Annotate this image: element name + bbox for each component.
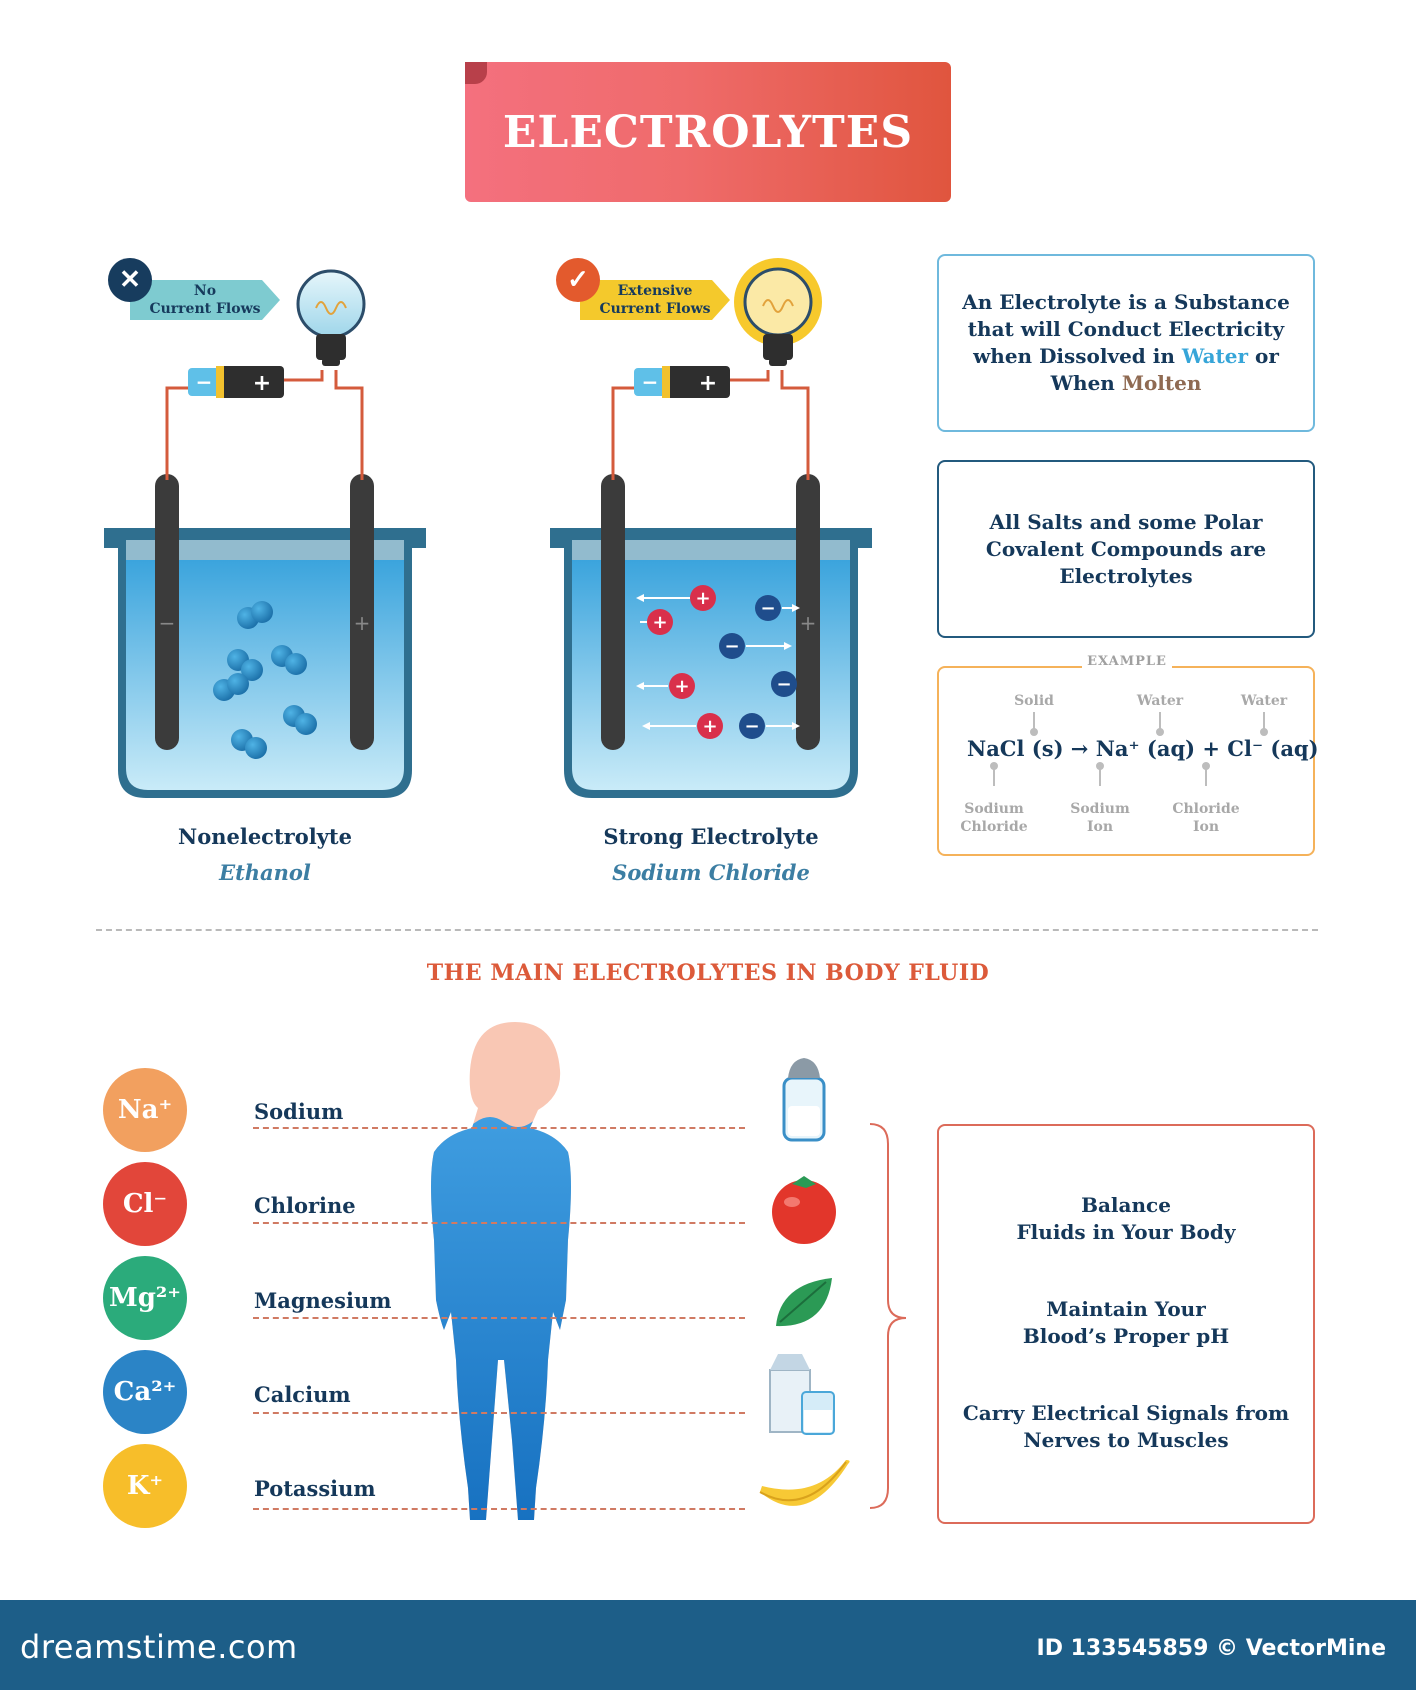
- leaf-icon: [776, 1278, 832, 1327]
- milk-carton-icon: [769, 1354, 835, 1435]
- dissociation-equation: NaCl (s) → Na⁺ (aq) + Cl⁻ (aq): [967, 736, 1319, 761]
- section-title: THE MAIN ELECTROLYTES IN BODY FLUID: [426, 960, 990, 986]
- wire: [334, 370, 364, 480]
- nonelectrolyte-label: Nonelectrolyte: [178, 824, 352, 849]
- svg-text:+: +: [652, 612, 667, 633]
- ethanol-label: Ethanol: [219, 860, 311, 885]
- watermark-site: dreamstime.com: [20, 1628, 298, 1666]
- image-credit: ID 133545859 © VectorMine: [1036, 1636, 1386, 1661]
- right-electrode-positive: [796, 474, 820, 750]
- water-label: Water: [1136, 693, 1184, 709]
- svg-text:+: +: [253, 371, 271, 396]
- close-icon: ✕: [108, 258, 152, 302]
- plus-sign: +: [800, 611, 817, 635]
- left-beaker: [104, 528, 426, 798]
- banana-icon: [759, 1460, 850, 1506]
- salt-shaker-icon: [782, 1058, 826, 1142]
- left-light-bulb-off-icon: [296, 269, 366, 366]
- tomato-icon: [772, 1176, 836, 1244]
- benefits-box: Balance Fluids in Your Body Maintain You…: [937, 1124, 1315, 1524]
- grouping-brace: [869, 1123, 907, 1509]
- left-electrode-negative: [155, 474, 179, 750]
- benefit-balance: Balance Fluids in Your Body: [1016, 1193, 1236, 1244]
- chlorine-label: Chlorine: [254, 1193, 356, 1218]
- footer-bar: [0, 1600, 1416, 1690]
- svg-text:+: +: [699, 371, 717, 396]
- sodium-chloride-label: Sodium Chloride: [612, 860, 810, 885]
- calcium-label: Calcium: [254, 1382, 351, 1407]
- example-label: EXAMPLE: [1082, 654, 1172, 669]
- leader-line: [253, 1127, 745, 1129]
- section-divider: [96, 929, 1318, 931]
- wire: [730, 370, 770, 382]
- sodium-ion-badge: Na⁺: [103, 1068, 187, 1152]
- ethanol-molecules: [213, 601, 317, 759]
- leader-line: [253, 1412, 745, 1414]
- left-electrode-positive: [350, 474, 374, 750]
- human-silhouette: [431, 1022, 571, 1520]
- experiment-diagrams: − + − + + − +: [104, 258, 872, 798]
- benefit-signals: Carry Electrical Signals from Nerves to …: [962, 1401, 1290, 1452]
- wire: [611, 386, 642, 480]
- definition-box: An Electrolyte is a Substance that will …: [937, 254, 1315, 432]
- svg-text:−: −: [724, 636, 739, 657]
- leader-line: [253, 1222, 745, 1224]
- wire: [284, 370, 324, 382]
- page-title: ELECTROLYTES: [502, 106, 914, 158]
- svg-text:+: +: [674, 676, 689, 697]
- sodium-label: Sodium: [254, 1099, 344, 1124]
- strong-electrolyte-label: Strong Electrolyte: [603, 824, 819, 849]
- water-label: Water: [1240, 693, 1288, 709]
- leader-line: [253, 1508, 745, 1510]
- svg-text:−: −: [642, 370, 659, 394]
- wire: [165, 386, 196, 480]
- chloride-ion-badge: Cl⁻: [103, 1162, 187, 1246]
- wire: [780, 370, 810, 480]
- extensive-current-badge: Extensive Current Flows: [580, 280, 730, 320]
- calcium-ion-badge: Ca²⁺: [103, 1350, 187, 1434]
- potassium-label: Potassium: [254, 1476, 376, 1501]
- leader-line: [253, 1317, 745, 1319]
- magnesium-label: Magnesium: [254, 1288, 392, 1313]
- check-icon: ✓: [556, 258, 600, 302]
- potassium-ion-badge: K⁺: [103, 1444, 187, 1528]
- example-box: [937, 666, 1315, 856]
- left-battery: − +: [188, 366, 284, 398]
- title-banner: [465, 62, 951, 202]
- svg-text:−: −: [760, 598, 775, 619]
- right-light-bulb-on-icon: [734, 258, 822, 366]
- right-battery: − +: [634, 366, 730, 398]
- right-beaker: [550, 528, 872, 798]
- solid-label: Solid: [1014, 693, 1054, 709]
- svg-text:−: −: [744, 716, 759, 737]
- salts-note-box: All Salts and some Polar Covalent Compou…: [937, 460, 1315, 638]
- right-electrode-negative: [601, 474, 625, 750]
- svg-text:−: −: [196, 370, 213, 394]
- sodium-chloride-ions: + + + + − − − −: [636, 585, 800, 739]
- svg-text:−: −: [776, 674, 791, 695]
- svg-text:+: +: [695, 588, 710, 609]
- title-fold: [465, 62, 487, 84]
- equation-connectors: [990, 712, 1268, 786]
- body-fluid-illustration: [431, 1022, 907, 1520]
- benefit-ph: Maintain Your Blood’s Proper pH: [1022, 1297, 1230, 1348]
- plus-sign: +: [354, 611, 371, 635]
- svg-text:+: +: [702, 716, 717, 737]
- no-current-badge: No Current Flows: [130, 280, 280, 320]
- minus-sign: −: [159, 611, 176, 635]
- magnesium-ion-badge: Mg²⁺: [103, 1256, 187, 1340]
